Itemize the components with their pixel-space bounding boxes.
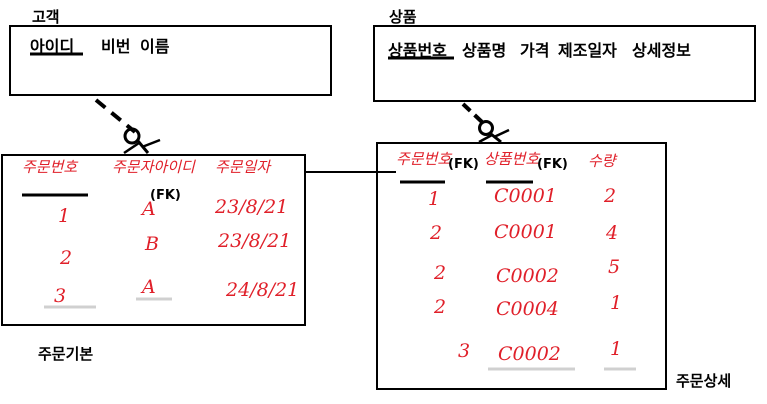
order-detail-entity-box [376, 142, 667, 390]
crowfoot-right-2 [493, 128, 510, 139]
order-detail-cell: 5 [608, 256, 621, 278]
customer-entity-title: 고객 [32, 8, 60, 26]
relationship-optional-circle-2 [478, 120, 494, 136]
order-detail-cell: 2 [434, 262, 447, 284]
order-detail-cell: 3 [458, 340, 471, 362]
order-detail-cell: C0001 [494, 185, 557, 207]
order-detail-fk-marker-product: (FK) [537, 157, 568, 172]
product-attr-number-pk: 상품번호 [388, 41, 447, 60]
order-basic-cell: 3 [54, 285, 67, 307]
order-detail-cell: C0002 [496, 265, 559, 287]
order-basic-cell: A [142, 276, 156, 298]
order-detail-fk-marker-order: (FK) [448, 157, 479, 172]
order-basic-cell: 23/8/21 [215, 196, 289, 218]
order-detail-cell: C0004 [496, 298, 559, 320]
order-basic-cell: 2 [60, 247, 73, 269]
crowfoot-right [141, 138, 161, 149]
order-detail-cell: 4 [606, 222, 619, 244]
order-detail-header-product-no: 상품번호 [484, 150, 540, 168]
order-detail-cell: C0001 [494, 221, 557, 243]
crowfoot-left [123, 141, 140, 155]
order-detail-cell: 1 [428, 188, 441, 210]
customer-entity-box [9, 25, 332, 96]
product-entity-title: 상품 [389, 8, 417, 26]
order-basic-header-customer-id: 주문자아이디 [112, 158, 195, 176]
order-basic-header-order-date: 주문일자 [215, 158, 271, 176]
order-detail-cell: 2 [434, 296, 447, 318]
order-basic-entity-box [1, 154, 306, 326]
customer-attr-id-pk: 아이디 [30, 37, 75, 56]
customer-attr-password: 비번 [101, 37, 131, 56]
product-attr-mfg-date: 제조일자 [558, 41, 617, 60]
product-attr-name: 상품명 [462, 41, 507, 60]
relationship-optional-circle [123, 127, 141, 145]
order-basic-fk-marker: (FK) [150, 188, 181, 203]
order-basic-cell: 24/8/21 [226, 279, 300, 301]
order-basic-cell: 1 [58, 205, 71, 227]
order-detail-cell: 1 [610, 292, 623, 314]
product-attr-detail: 상세정보 [632, 41, 691, 60]
order-detail-cell: 2 [430, 222, 443, 244]
order-detail-cell: C0002 [498, 343, 561, 365]
product-attr-price: 가격 [520, 41, 550, 60]
order-detail-cell: 1 [610, 338, 623, 360]
order-basic-cell: B [145, 233, 159, 255]
order-detail-entity-title: 주문상세 [676, 372, 732, 390]
order-basic-entity-title: 주문기본 [38, 345, 94, 363]
relationship-customer-order [94, 98, 137, 134]
order-basic-cell: 23/8/21 [218, 230, 292, 252]
relationship-line-end-2 [490, 132, 502, 144]
order-detail-cell: 2 [604, 185, 617, 207]
customer-attr-name: 이름 [140, 37, 170, 56]
order-detail-header-order-no: 주문번호 [396, 150, 452, 168]
product-entity-box [373, 25, 756, 102]
order-detail-header-quantity: 수량 [588, 152, 616, 170]
order-basic-cell: A [142, 198, 156, 220]
order-basic-header-order-no: 주문번호 [22, 158, 78, 176]
crowfoot-left-2 [478, 133, 493, 144]
relationship-product-orderdetail [461, 102, 484, 124]
